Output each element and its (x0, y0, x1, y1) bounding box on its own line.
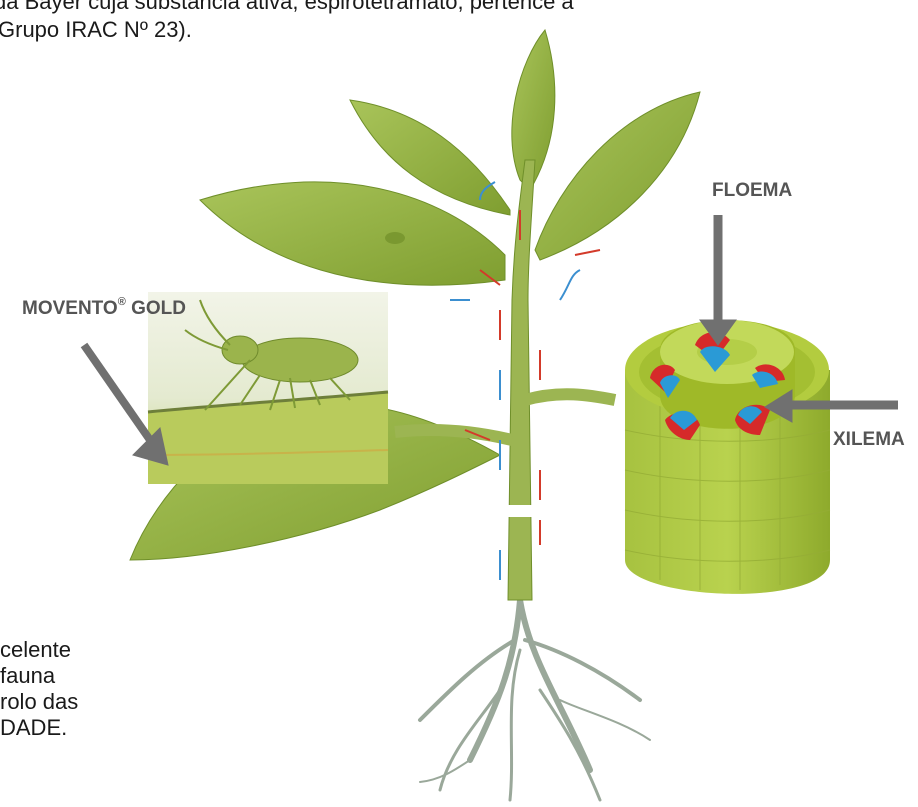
aphid-inset (148, 292, 388, 484)
aphid-small (385, 232, 405, 244)
movento-label-text: MOVENTO (22, 298, 118, 319)
movento-gold-label: MOVENTO® GOLD (22, 296, 186, 320)
movento-label-suffix: GOLD (126, 298, 186, 319)
roots (420, 600, 650, 800)
registered-mark: ® (118, 296, 126, 308)
stem-cross-section (625, 320, 830, 594)
xilema-label: XILEMA (833, 429, 905, 451)
floema-label: FLOEMA (712, 180, 792, 202)
upper-right-leaf (535, 92, 700, 260)
